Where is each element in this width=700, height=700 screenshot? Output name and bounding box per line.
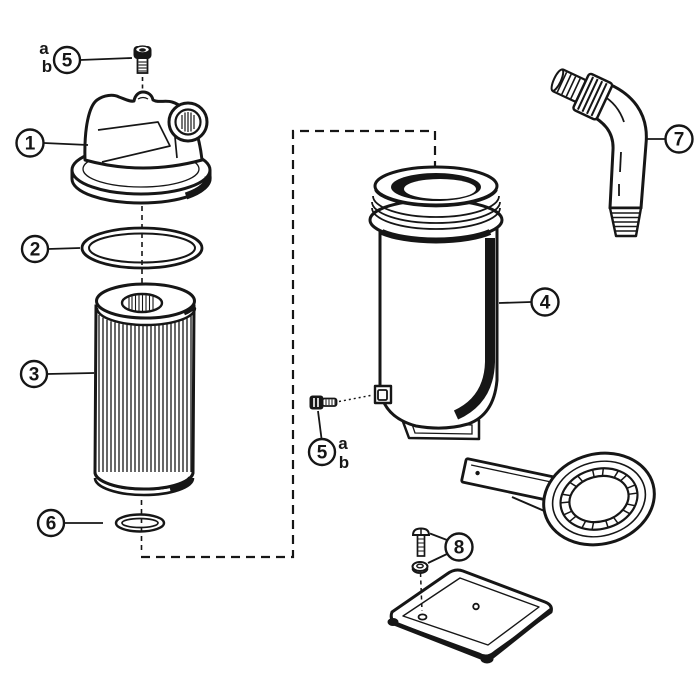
mounting-plate — [389, 568, 553, 658]
o-ring-large — [80, 226, 204, 270]
callout-7-number: 7 — [674, 130, 685, 151]
elbow-top-threads — [550, 68, 614, 121]
plate-screw — [411, 527, 431, 557]
callout-5-number: 5 — [317, 443, 328, 464]
o-ring-small — [114, 513, 166, 533]
mounting-plate-assembly — [387, 527, 553, 664]
callout-5-letter-b: b — [42, 57, 52, 76]
callout-5-top: 5 a b — [39, 39, 133, 76]
callout-5-letter-a: a — [338, 434, 348, 453]
callout-8: 8 — [427, 532, 474, 564]
callout-5-letter-a: a — [39, 39, 49, 58]
callout-7: 7 — [647, 124, 694, 154]
cartridge-hole-hatch — [128, 295, 154, 311]
elbow-bottom-threads — [608, 206, 643, 238]
callout-5-number: 5 — [62, 51, 73, 72]
callout-1: 1 — [15, 128, 89, 158]
wrench-ring — [542, 451, 656, 547]
callout-2: 2 — [20, 234, 81, 264]
callout-5-letter-b: b — [339, 453, 349, 472]
callout-8-number: 8 — [454, 538, 465, 559]
callout-5-side: 5 a b — [307, 410, 349, 472]
callout-3-number: 3 — [29, 365, 40, 386]
filter-wrench — [460, 451, 656, 547]
filter-tank — [368, 165, 504, 441]
callout-6: 6 — [36, 508, 103, 538]
callout-6-number: 6 — [46, 514, 57, 535]
bolt-side — [309, 394, 374, 410]
plate-washer — [411, 561, 429, 574]
bolt-top — [133, 45, 152, 95]
callout-2-number: 2 — [30, 240, 41, 261]
elbow-fitting — [550, 68, 648, 238]
callout-3: 3 — [19, 359, 95, 389]
cartridge-pleats — [98, 314, 192, 486]
filter-cartridge — [93, 282, 197, 497]
callout-4: 4 — [498, 287, 560, 317]
wrench-ring-lugs — [560, 468, 638, 530]
assembly-connector-dashed-path — [141, 129, 437, 559]
callout-4-number: 4 — [540, 293, 551, 314]
filter-head — [70, 90, 212, 205]
callout-1-number: 1 — [25, 134, 36, 155]
